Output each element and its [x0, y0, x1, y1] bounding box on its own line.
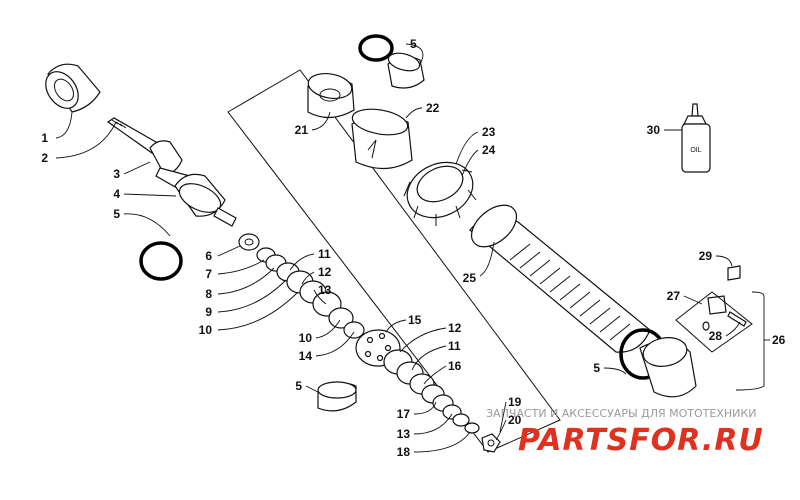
oil-bottle-label: OIL [690, 147, 701, 154]
callout-13-upper: 13 [318, 283, 332, 297]
callout-2: 2 [41, 151, 48, 165]
part-5-o-ring-left [139, 241, 183, 281]
callout-7: 7 [205, 267, 212, 281]
callout-24: 24 [482, 143, 496, 157]
part-5-bushing-top [387, 52, 425, 89]
callout-13-lower: 13 [397, 427, 411, 441]
watermark: ЗАПЧАСТИ И АКСЕССУАРЫ ДЛЯ МОТОТЕХНИКИ PA… [486, 407, 764, 458]
part-22-sleeve [351, 108, 413, 170]
part-25-spring-body [469, 204, 651, 353]
part-26-reservoir-end [639, 337, 697, 398]
callout-23: 23 [482, 125, 496, 139]
callout-10-left: 10 [199, 323, 213, 337]
part-1-cap [45, 63, 101, 113]
callout-5-left: 5 [113, 207, 120, 221]
watermark-logo: PARTSFOR.RU [518, 423, 764, 458]
callout-25: 25 [463, 271, 477, 285]
callout-labels: 1 2 3 4 5 6 7 8 9 10 11 12 13 10 14 15 1… [41, 37, 785, 459]
part-5-o-ring-top [358, 34, 394, 62]
part-4-rod-end [174, 173, 237, 227]
callout-5-lower: 5 [295, 379, 302, 393]
callout-10-middle: 10 [299, 331, 313, 345]
callout-8: 8 [205, 287, 212, 301]
callout-3: 3 [113, 167, 120, 181]
part-21-reservoir-cap [307, 72, 355, 119]
part-30-oil-bottle: OIL [681, 103, 711, 173]
callout-15: 15 [408, 313, 422, 327]
parts-27-29-schrader-valve [675, 265, 753, 353]
callout-12-lower: 12 [448, 321, 462, 335]
callout-19: 19 [508, 395, 522, 409]
callout-14: 14 [299, 349, 313, 363]
callout-27: 27 [667, 289, 681, 303]
callout-9: 9 [205, 305, 212, 319]
assembly-group-outline [227, 69, 561, 453]
callout-22: 22 [426, 101, 440, 115]
callout-11-lower: 11 [448, 339, 461, 353]
callout-17: 17 [397, 407, 411, 421]
leader-lines [55, 43, 770, 453]
callout-29: 29 [699, 249, 713, 263]
callout-1: 1 [41, 131, 48, 145]
callout-20: 20 [508, 413, 522, 427]
callout-12-upper: 12 [318, 265, 332, 279]
callout-5-right: 5 [593, 361, 600, 375]
callout-5-top: 5 [410, 37, 417, 51]
callout-6: 6 [205, 249, 212, 263]
watermark-caption: ЗАПЧАСТИ И АКСЕССУАРЫ ДЛЯ МОТОТЕХНИКИ [486, 407, 756, 420]
callout-26: 26 [772, 333, 786, 347]
callout-4: 4 [113, 187, 120, 201]
callout-16: 16 [448, 359, 462, 373]
part-5-bushing-lower [317, 381, 357, 412]
callout-28: 28 [709, 329, 723, 343]
callout-11-upper: 11 [318, 247, 331, 261]
part-23-24-adjuster-ring [403, 161, 477, 226]
callout-30: 30 [647, 123, 661, 137]
callout-18: 18 [397, 445, 411, 459]
valve-stack-left [238, 233, 365, 339]
callout-21: 21 [295, 123, 309, 137]
